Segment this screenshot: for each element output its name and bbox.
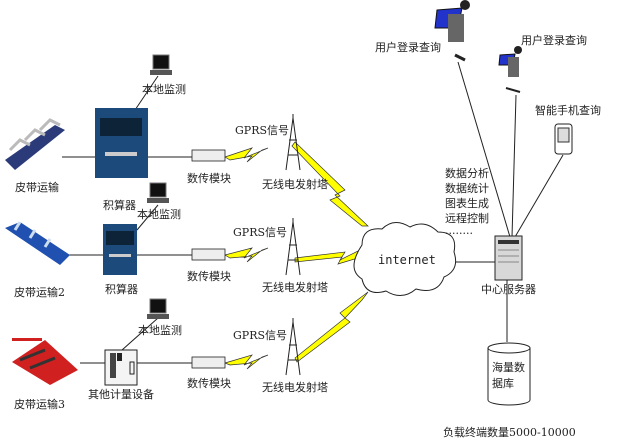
link-phone-server — [514, 154, 564, 238]
integrator-icon-2 — [103, 224, 137, 275]
wireless-bolt-3 — [294, 291, 369, 363]
user-label-1: 用户登录查询 — [375, 41, 441, 54]
monitor-label-1: 本地监测 — [142, 83, 186, 96]
database-label-line: 海量数 — [492, 361, 525, 374]
radio-tower-icon-3 — [285, 318, 301, 376]
integrator-label-1: 积算器 — [103, 199, 136, 212]
function-item: 远程控制 — [445, 212, 489, 225]
server-functions: 数据分析 数据统计 图表生成 远程控制 ········ — [445, 166, 489, 241]
monitor-icon-1 — [150, 54, 172, 75]
tower-label-1: 无线电发射塔 — [262, 178, 328, 191]
link-device-monitor — [121, 317, 159, 351]
link-integrator1-monitor — [134, 75, 159, 111]
gprs-bolt-1 — [224, 147, 269, 163]
link-user1-server — [457, 61, 511, 238]
conveyor-icon-1 — [5, 118, 65, 170]
monitor-label-3: 本地监测 — [138, 324, 182, 337]
function-item: ········ — [445, 227, 473, 240]
central-server-icon — [494, 235, 523, 281]
device-label-3: 其他计量设备 — [88, 388, 154, 401]
gprs-bolt-3 — [223, 354, 269, 370]
wireless-bolt-1 — [291, 141, 369, 227]
database-icon — [487, 342, 531, 406]
integrator-label-2: 积算器 — [105, 283, 138, 296]
wireless-bolt-2 — [294, 249, 361, 265]
link-user2-server — [511, 94, 517, 238]
terminal-count-note: 负载终端数量5000-10000 — [443, 426, 576, 439]
user-label-2: 用户登录查询 — [521, 34, 587, 47]
radio-tower-icon-2 — [285, 218, 301, 276]
database-label: 海量数 据库 — [492, 360, 525, 392]
metering-device-icon — [104, 349, 138, 386]
data-module-icon-1 — [191, 149, 226, 162]
data-module-icon-2 — [191, 248, 226, 261]
function-item: 数据统计 — [445, 182, 489, 195]
monitor-icon-2 — [147, 182, 169, 203]
link-integrator2-monitor — [136, 204, 159, 231]
server-label: 中心服务器 — [481, 283, 536, 296]
integrator-icon-1 — [95, 108, 148, 178]
radio-tower-icon-1 — [285, 114, 301, 171]
gprs-label-2: GPRS信号 — [233, 226, 288, 239]
internet-label: internet — [378, 253, 436, 267]
tower-label-2: 无线电发射塔 — [262, 281, 328, 294]
gprs-bolt-2 — [224, 247, 269, 263]
internet-cloud — [353, 222, 457, 296]
smartphone-icon — [554, 123, 573, 155]
user-at-computer-icon-2 — [498, 46, 522, 93]
conveyor-label-3: 皮带运输3 — [14, 398, 65, 411]
function-item: 数据分析 — [445, 167, 489, 180]
monitor-label-2: 本地监测 — [137, 208, 181, 221]
conveyor-label-2: 皮带运输2 — [14, 286, 65, 299]
conveyor-icon-3 — [12, 338, 78, 385]
gprs-label-1: GPRS信号 — [235, 124, 290, 137]
database-label-line: 据库 — [492, 377, 514, 390]
monitor-icon-3 — [147, 298, 169, 319]
tower-label-3: 无线电发射塔 — [262, 381, 328, 394]
module-label-1: 数传模块 — [187, 172, 231, 185]
user-at-computer-icon-1 — [434, 0, 470, 62]
phone-label: 智能手机查询 — [535, 104, 601, 117]
conveyor-icon-2 — [5, 221, 70, 265]
module-label-3: 数传模块 — [187, 377, 231, 390]
data-module-icon-3 — [191, 356, 226, 369]
gprs-label-3: GPRS信号 — [233, 329, 288, 342]
module-label-2: 数传模块 — [187, 270, 231, 283]
conveyor-label-1: 皮带运输 — [15, 181, 59, 194]
function-item: 图表生成 — [445, 197, 489, 210]
